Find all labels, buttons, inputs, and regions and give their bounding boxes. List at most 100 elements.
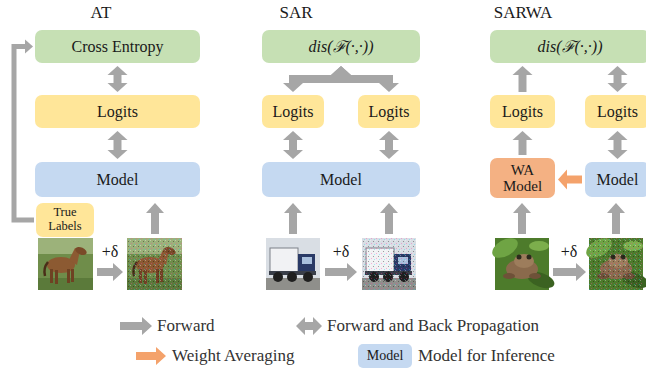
- propagation-arrow: [108, 66, 128, 92]
- node-text: WA Model: [493, 162, 552, 195]
- distance-box: dis(ℱ(·,·)): [262, 30, 420, 63]
- propagation-arrow: [108, 131, 128, 159]
- label-text: Model: [367, 348, 404, 363]
- arrow-head: [25, 40, 33, 54]
- logits-box: Logits: [358, 95, 420, 128]
- arrow-shaft: [114, 139, 122, 151]
- legend-swatch: Model: [358, 344, 412, 368]
- arrow-shaft: [385, 139, 393, 151]
- perturbation: [589, 238, 643, 290]
- logits-box: Logits: [585, 95, 646, 128]
- column-title: SAR: [279, 4, 312, 23]
- legend-forward-arrow: [120, 317, 152, 335]
- legend-entry: Forward: [157, 317, 215, 336]
- arrow-shaft: [114, 74, 122, 84]
- arrow-shaft: [341, 74, 389, 84]
- perturbation-label: +δ: [333, 243, 350, 261]
- model-box: Model: [585, 162, 646, 197]
- forward-arrow: [553, 263, 586, 281]
- legend-text: Weight Averaging: [172, 347, 294, 366]
- node-text: Model: [597, 171, 639, 189]
- arrow-head: [283, 131, 303, 140]
- arrow-head: [331, 66, 351, 75]
- node-text: Cross Entropy: [72, 38, 164, 56]
- forward-arrow: [513, 66, 533, 92]
- propagation-arrow: [379, 131, 399, 159]
- arrow-head: [608, 131, 628, 140]
- node-text: Model: [97, 171, 139, 189]
- forward-arrow: [325, 263, 357, 281]
- arrow-head: [608, 83, 628, 92]
- arrow-shaft: [614, 139, 622, 151]
- arrow-head: [379, 150, 399, 159]
- node-text: dis(ℱ(·,·)): [309, 38, 374, 56]
- label-text: +δ: [333, 243, 350, 261]
- legend-double-arrow: [296, 317, 322, 335]
- logits-box: Logits: [262, 95, 324, 128]
- legend-text: Forward and Back Propagation: [327, 317, 539, 336]
- propagation-arrow: [283, 131, 303, 159]
- logits-box: Logits: [35, 95, 200, 128]
- propagation-arrow: [608, 66, 628, 92]
- clean-image: [266, 238, 320, 290]
- swatch-label: Model: [367, 348, 404, 363]
- clean-image: [489, 234, 557, 291]
- arrow-shaft: [14, 47, 34, 221]
- legend-entry: Forward and Back Propagation: [327, 317, 539, 336]
- legend-entry: Weight Averaging: [172, 347, 294, 366]
- arrow-head: [379, 131, 399, 140]
- arrow-head: [108, 131, 128, 140]
- forward-arrow: [380, 203, 398, 234]
- propagation-arrow: [608, 131, 628, 159]
- node-text: Logits: [502, 103, 543, 121]
- arrow-head: [108, 83, 128, 92]
- label-text: AT: [91, 4, 112, 23]
- label-text: SAR: [279, 4, 312, 23]
- weight-averaging-arrow: [558, 170, 582, 190]
- arrow-shaft: [614, 74, 622, 84]
- distance-box: dis(ℱ(·,·)): [490, 30, 646, 63]
- legend-text: Forward: [157, 317, 215, 336]
- legend-averaging-arrow: [136, 347, 166, 365]
- node-text: True Labels: [39, 206, 91, 234]
- node-text: Logits: [597, 103, 638, 121]
- arrow-head: [379, 83, 399, 92]
- column-title: AT: [91, 4, 112, 23]
- arrow-shaft: [519, 74, 527, 92]
- arrow-head: [283, 150, 303, 159]
- node-text: Logits: [97, 103, 138, 121]
- arrow-shaft: [519, 139, 527, 155]
- forward-arrow: [284, 203, 302, 234]
- arrow-shaft: [566, 176, 582, 184]
- model-box: Model: [262, 162, 420, 197]
- label-box: True Labels: [36, 203, 94, 237]
- arrow-head: [608, 150, 628, 159]
- forward-arrow: [97, 263, 123, 281]
- arrow-shaft: [293, 74, 341, 84]
- perturbation-label: +δ: [561, 243, 578, 261]
- perturbation: [362, 238, 416, 290]
- arrow-head: [608, 66, 628, 75]
- node-text: dis(ℱ(·,·)): [538, 38, 603, 56]
- arrow-head: [513, 131, 533, 140]
- arrow-head: [558, 170, 567, 190]
- logits-box: Logits: [490, 95, 555, 128]
- propagation-arrow: [331, 66, 399, 92]
- clean-image: [38, 238, 93, 290]
- node-text: Logits: [273, 103, 314, 121]
- column-title: SARWA: [494, 4, 553, 23]
- legend-entry: Model for Inference: [418, 347, 555, 366]
- node-text: Logits: [369, 103, 410, 121]
- label-text: SARWA: [494, 4, 553, 23]
- node-text: Model: [320, 171, 362, 189]
- arrow-shaft: [289, 139, 297, 151]
- perturbation: [127, 238, 182, 290]
- label-text: +δ: [561, 243, 578, 261]
- legend-text: Model for Inference: [418, 347, 555, 366]
- adversarial-image: [127, 238, 182, 290]
- arrow-head: [283, 83, 303, 92]
- arrow-head: [331, 66, 351, 75]
- arrow-head: [108, 66, 128, 75]
- adversarial-image: [362, 238, 416, 290]
